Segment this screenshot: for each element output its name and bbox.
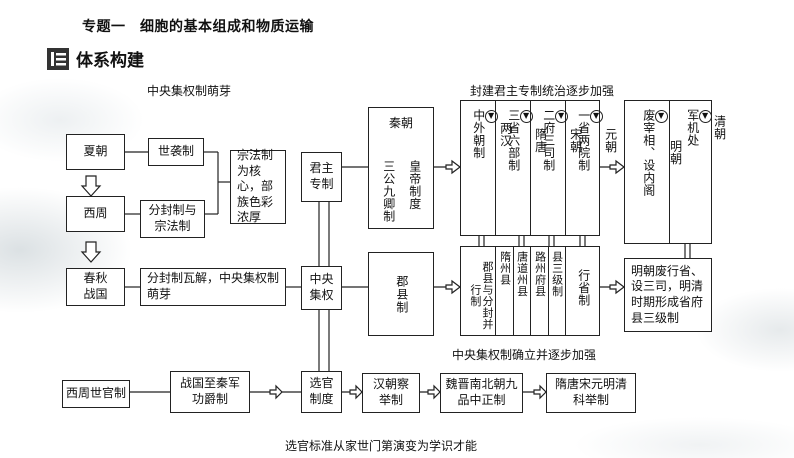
ming-qing-table: 明朝▼废宰相、设内阁 清朝▼军机处 xyxy=(624,100,727,244)
bottom-cell-2: 唐道州县 xyxy=(515,251,529,297)
node-fengjian: 分封制与宗法制 xyxy=(140,200,205,238)
bottom-cell-3: 路州府县 xyxy=(533,251,547,297)
qin-title: 秦朝 xyxy=(388,116,413,130)
bottom-cell-5: 行省制 xyxy=(576,269,591,307)
node-monarch: 君主专制 xyxy=(301,152,342,202)
chevron-down-icon: ▼ xyxy=(484,110,498,123)
node-hereditary: 世袭制 xyxy=(148,138,204,166)
chevron-down-icon: ▼ xyxy=(589,110,603,123)
chevron-down-icon: ▼ xyxy=(519,110,533,123)
top-era-table: 两汉▼中外朝制 隋唐▼三省六部制 宋朝▼二府三司制 元朝▼一省两院制 xyxy=(460,100,618,236)
label-feudal-strengthen: 封建君主专制统治逐步加强 xyxy=(470,84,615,98)
top-cell-2: 宋朝▼二府三司制 xyxy=(541,109,583,172)
node-sui-select: 隋唐宋元明清科举制 xyxy=(546,373,636,413)
label-central-establish: 中央集权制确立并逐步加强 xyxy=(452,348,597,362)
node-decline: 分封制瓦解，中央集权制萌芽 xyxy=(140,268,286,306)
qin-emperor: 皇帝制度 xyxy=(407,160,422,210)
node-xia: 夏朝 xyxy=(66,134,125,170)
qing-cell: 清朝▼军机处 xyxy=(685,109,727,147)
qin-ministers: 三公九卿制 xyxy=(381,160,396,223)
bottom-cell-1: 隋州县 xyxy=(498,251,512,286)
node-central: 中央集权 xyxy=(301,266,342,310)
chevron-down-icon: ▼ xyxy=(554,110,568,123)
node-selection: 选官制度 xyxy=(301,371,342,413)
node-ming-note: 明朝废行省、设三司，明清时期形成省府县三级制 xyxy=(624,258,712,332)
top-cell-0: 两汉▼中外朝制 xyxy=(471,109,513,159)
node-prefecture: 郡县制 xyxy=(368,252,434,336)
node-han-select: 汉朝察举制 xyxy=(362,373,420,413)
page-topic: 专题一 细胞的基本组成和物质运输 xyxy=(82,19,314,35)
node-chunqiu: 春秋战国 xyxy=(66,268,125,306)
list-icon xyxy=(47,48,69,70)
node-wei-select: 魏晋南北朝九品中正制 xyxy=(440,373,523,413)
node-xizhou-official: 西周世官制 xyxy=(62,380,130,408)
node-military: 战国至秦军功爵制 xyxy=(170,371,250,413)
top-cell-1: 隋唐▼三省六部制 xyxy=(506,109,548,172)
bottom-admin-table: 郡县与分封并行制 隋州县 唐道州县 路州府县 县三级制 行省制 xyxy=(460,246,600,336)
node-xizhou: 西周 xyxy=(66,196,125,232)
bottom-cell-0: 郡县与分封并行制 xyxy=(468,260,494,330)
chevron-down-icon: ▼ xyxy=(654,110,668,123)
label-central-sprout: 中央集权制萌芽 xyxy=(147,84,232,98)
section-title: 体系构建 xyxy=(76,51,144,71)
label-selection-change: 选官标准从家世门第演变为学识才能 xyxy=(285,439,478,453)
ming-cell: 明朝▼废宰相、设内阁 xyxy=(641,109,683,197)
node-qin: 秦朝 皇帝制度 三公九卿制 xyxy=(368,107,434,229)
bottom-cell-4: 县三级制 xyxy=(550,251,564,297)
top-cell-3: 元朝▼一省两院制 xyxy=(576,109,618,172)
chevron-down-icon: ▼ xyxy=(698,110,712,123)
node-clan: 宗法制为核心，部族色彩浓厚 xyxy=(230,148,286,224)
